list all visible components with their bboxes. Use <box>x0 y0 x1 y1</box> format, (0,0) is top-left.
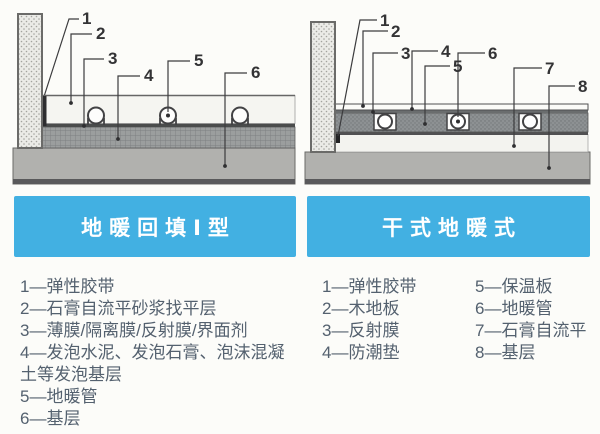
legend-item: 3—反射膜 <box>322 321 400 340</box>
heating-pipe <box>446 112 470 131</box>
callout-8: 8 <box>578 77 587 96</box>
heating-pipes <box>373 112 542 131</box>
legend-left: 1—弹性胶带 2—石膏自流平砂浆找平层 3—薄膜/隔离膜/反射膜/界面剂 4—发… <box>20 276 294 430</box>
legend-item: 1—弹性胶带 <box>20 277 115 296</box>
heating-pipe <box>87 106 105 125</box>
banner-left-title: 地暖回填Ⅰ型 <box>81 216 236 240</box>
legend-right-col1: 1—弹性胶带 2—木地板 3—反射膜 4—防潮垫 <box>322 276 475 364</box>
callout-3: 3 <box>401 44 410 63</box>
callout-6: 6 <box>488 44 497 63</box>
callout-2: 2 <box>391 22 400 41</box>
legend-item: 1—弹性胶带 <box>322 277 417 296</box>
heating-pipe <box>518 112 542 131</box>
callout-3: 3 <box>108 49 117 68</box>
callout-5: 5 <box>194 51 203 70</box>
legend-item: 7—石膏自流平 <box>475 321 587 340</box>
legend-item: 6—基层 <box>20 409 81 428</box>
callout-1: 1 <box>380 11 389 30</box>
elastic-edge-tape <box>42 96 47 126</box>
elastic-edge-tape <box>335 134 340 143</box>
banner-dry-type: 干式地暖式 <box>307 196 590 257</box>
callout-numbers: 1 2 3 4 5 6 7 8 <box>380 11 587 96</box>
callout-5: 5 <box>453 57 462 76</box>
layer-membrane-film <box>42 123 295 127</box>
diagram-dry-type: 1 2 3 4 5 6 7 8 <box>304 11 591 185</box>
wall-section <box>310 21 336 153</box>
legend-item: 3—薄膜/隔离膜/反射膜/界面剂 <box>20 321 248 340</box>
heating-pipe <box>159 106 177 125</box>
legend-item: 2—木地板 <box>322 299 400 318</box>
diagram-backfill-type1: 1 2 3 4 5 6 <box>12 9 296 185</box>
layer-base-slab <box>12 147 296 185</box>
legend-right-col2: 5—保温板 6—地暖管 7—石膏自流平 8—基层 <box>475 276 586 364</box>
layer-reflective-film <box>335 110 588 113</box>
heating-pipe <box>231 106 249 125</box>
layer-gypsum-selfleveling <box>334 134 589 153</box>
legend-item: 4—防潮垫 <box>322 343 400 362</box>
callout-4: 4 <box>144 66 154 85</box>
leader-lines <box>43 18 247 168</box>
callout-6: 6 <box>251 63 260 82</box>
heating-pipes <box>87 106 249 125</box>
banner-backfill-type1: 地暖回填Ⅰ型 <box>14 196 296 257</box>
legend-item: 2—石膏自流平砂浆找平层 <box>20 299 217 318</box>
callout-4: 4 <box>441 42 451 61</box>
heating-pipe <box>373 112 397 131</box>
legend-item: 5—保温板 <box>475 277 553 296</box>
callout-7: 7 <box>545 59 554 78</box>
legend-item: 6—地暖管 <box>475 299 553 318</box>
callout-1: 1 <box>82 9 91 28</box>
wall-section <box>17 13 43 149</box>
legend-item: 5—地暖管 <box>20 387 98 406</box>
callout-2: 2 <box>96 24 105 43</box>
legend-item: 8—基层 <box>475 343 536 362</box>
layer-divider-line <box>335 132 588 135</box>
layer-foamed-cement <box>41 126 296 149</box>
legend-item: 4—发泡水泥、发泡石膏、泡沫混凝土等发泡基层 <box>20 343 285 384</box>
banner-right-title: 干式地暖式 <box>382 216 522 240</box>
leader-lines <box>337 19 575 170</box>
callout-numbers: 1 2 3 4 5 6 <box>82 9 260 85</box>
legend-right: 1—弹性胶带 2—木地板 3—反射膜 4—防潮垫 5—保温板 6—地暖管 7—石… <box>322 276 586 364</box>
